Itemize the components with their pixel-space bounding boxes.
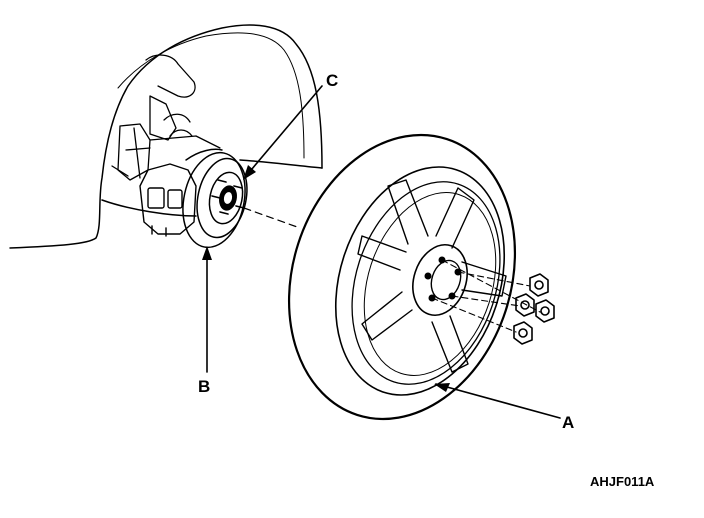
callout-label-b: B xyxy=(198,377,211,396)
alignment-line xyxy=(243,207,301,229)
lug-nut xyxy=(515,293,535,317)
hub-and-brake-rotor xyxy=(182,148,248,249)
leader-a xyxy=(435,383,561,419)
brake-caliper xyxy=(139,163,197,237)
wheel-studs xyxy=(211,179,245,215)
suspension-assembly xyxy=(111,54,221,181)
lug-nut xyxy=(535,299,555,323)
arrowhead-b xyxy=(202,246,212,260)
wheel-and-tire xyxy=(287,133,517,421)
leader-c xyxy=(245,85,323,177)
arrowhead-c xyxy=(243,165,256,180)
lug-nut xyxy=(513,321,533,345)
callout-label-c: C xyxy=(326,71,339,90)
wheel-arch xyxy=(9,24,323,249)
lug-nuts xyxy=(513,273,555,345)
callout-leaders xyxy=(206,85,561,419)
arrowhead-a xyxy=(434,383,450,392)
lug-nut xyxy=(529,273,549,297)
callout-label-a: A xyxy=(562,413,575,432)
nut-alignment-lines xyxy=(431,259,541,333)
figure-code: AHJF011A xyxy=(590,474,655,489)
